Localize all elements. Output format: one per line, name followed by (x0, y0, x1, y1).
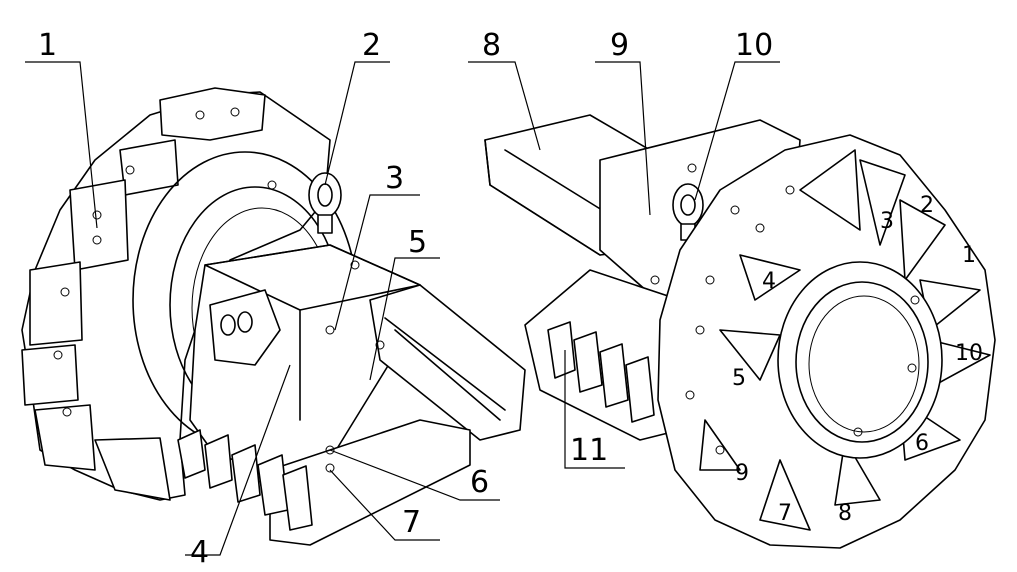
station-number: 7 (778, 501, 792, 526)
callout-leader-9 (595, 61, 651, 216)
left-disc-block (34, 404, 96, 471)
station-number: 9 (735, 461, 749, 486)
callout-leader-8 (468, 61, 541, 151)
callout-label-1: 1 (38, 28, 57, 63)
left-tool-holders (177, 429, 313, 531)
station-number: 10 (955, 341, 983, 366)
left-motor (369, 284, 526, 441)
left-disc-block (159, 87, 266, 141)
left-bracket (209, 289, 281, 366)
station-number: 8 (838, 501, 852, 526)
right-eye-bolt (672, 183, 704, 241)
callout-label-4: 4 (190, 535, 209, 567)
callout-leader-1 (25, 61, 98, 229)
callout-label-5: 5 (408, 225, 427, 260)
left-disc-block (94, 437, 171, 501)
callout-label-10: 10 (735, 28, 773, 63)
left-turret-assembly (21, 87, 526, 546)
left-disc-block (119, 139, 179, 196)
callout-label-3: 3 (385, 161, 404, 196)
right-motor-face (484, 139, 601, 256)
station-number: 5 (732, 366, 746, 391)
station-number: 1 (962, 243, 976, 268)
callout-leader-3 (334, 194, 420, 331)
callout-label-2: 2 (362, 28, 381, 63)
callout-label-9: 9 (610, 28, 629, 63)
right-spindle-outer (777, 261, 943, 459)
callout-label-6: 6 (470, 465, 489, 500)
right-motor-ridge (504, 149, 611, 216)
callout-leader-5 (369, 257, 440, 381)
left-motor-ridge (384, 317, 506, 411)
left-disc-block (29, 261, 83, 346)
station-number: 4 (762, 269, 776, 294)
left-disc-block (69, 179, 129, 271)
callout-leader-6 (329, 449, 500, 501)
right-spindle-inner (808, 295, 920, 433)
callout-label-11: 11 (570, 433, 608, 468)
right-tool-holders (547, 321, 655, 423)
left-motor-ridge (394, 329, 501, 421)
right-disc-wedges (699, 149, 991, 531)
callout-leader-2 (324, 61, 390, 186)
right-spindle-ring (795, 281, 929, 443)
callouts: 1 2 3 4 5 6 7 8 9 10 11 (25, 28, 780, 570)
right-bolt-holes (650, 163, 920, 455)
left-base (269, 419, 471, 546)
callout-leader-10 (694, 61, 780, 201)
callout-label-7: 7 (402, 505, 421, 540)
left-bolt-holes (53, 107, 385, 473)
right-turret-assembly: 1 2 3 4 5 6 7 8 9 10 (484, 114, 996, 549)
callout-leader-7 (329, 469, 440, 541)
callout-leader-11 (564, 350, 625, 469)
station-number: 6 (915, 431, 929, 456)
station-number: 3 (880, 209, 894, 234)
callout-label-8: 8 (482, 28, 501, 63)
callout-leader-4 (185, 364, 291, 556)
station-number: 2 (920, 193, 934, 218)
left-disc-block (21, 344, 79, 406)
left-eye-bolt (308, 172, 342, 234)
